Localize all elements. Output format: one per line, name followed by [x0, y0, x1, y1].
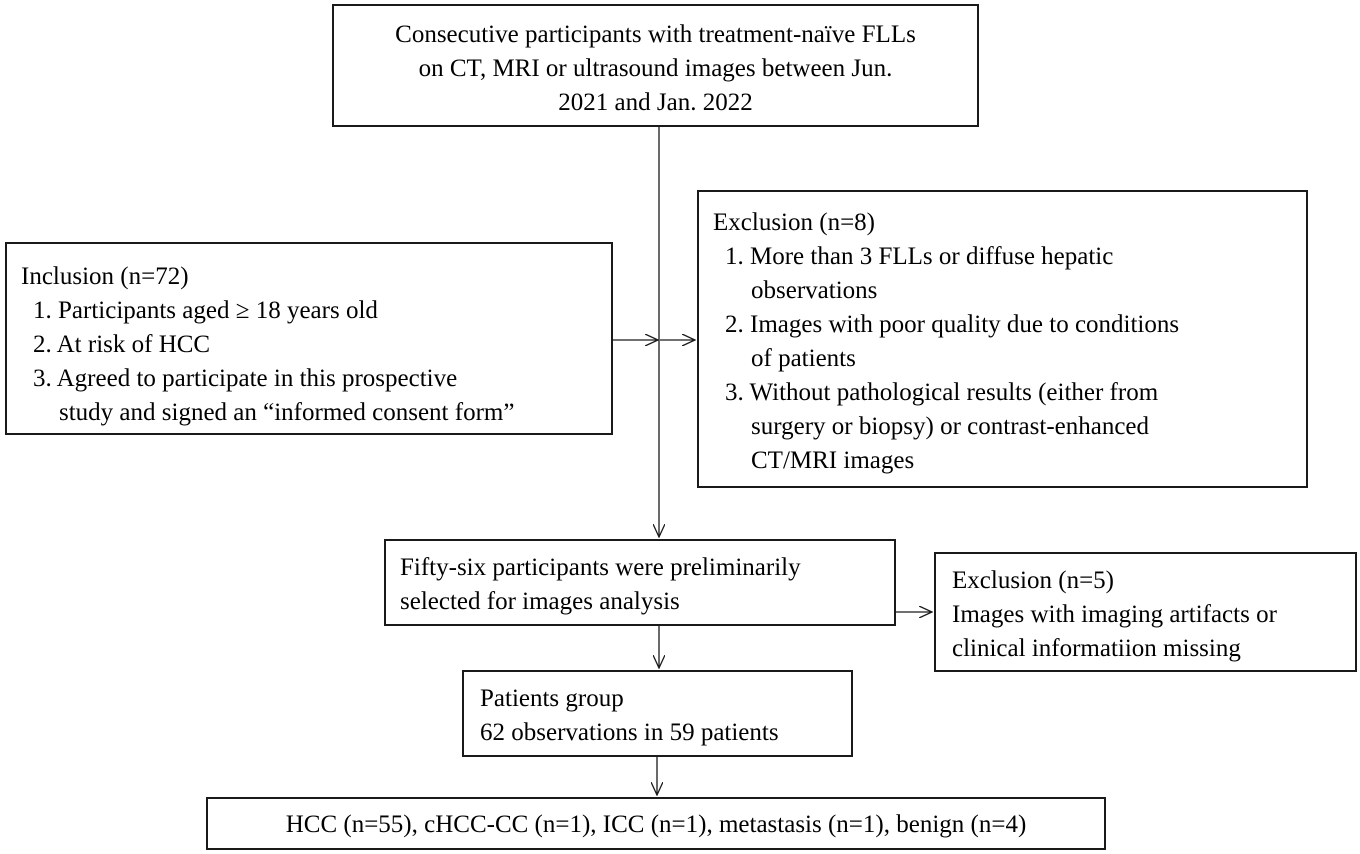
box-consecutive-participants: Consecutive participants with treatment-… — [332, 4, 979, 127]
exclusion1-item-1-cont: observations — [751, 277, 878, 304]
box-inclusion: Inclusion (n=72) 1. Participants aged ≥ … — [5, 242, 613, 435]
box-text-line: Fifty-six participants were preliminaril… — [400, 554, 801, 581]
box-results: HCC (n=55), cHCC-CC (n=1), ICC (n=1), me… — [206, 797, 1106, 850]
exclusion1-item-2-cont: of patients — [751, 345, 856, 372]
box-preliminarily-selected: Fifty-six participants were preliminaril… — [384, 539, 896, 626]
exclusion2-title: Exclusion (n=5) — [952, 567, 1114, 594]
box-exclusion-2: Exclusion (n=5) Images with imaging arti… — [934, 552, 1357, 672]
exclusion1-title: Exclusion (n=8) — [713, 209, 875, 236]
exclusion1-item-2: 2. Images with poor quality due to condi… — [725, 311, 1180, 338]
exclusion1-item-3: 3. Without pathological results (either … — [725, 379, 1159, 406]
inclusion-item-3: 3. Agreed to participate in this prospec… — [33, 365, 458, 392]
box-text-line: Images with imaging artifacts or — [952, 601, 1277, 628]
box-text-line: 62 observations in 59 patients — [480, 719, 779, 746]
box-text-line: Consecutive participants with treatment-… — [395, 21, 916, 48]
box-patients-group: Patients group 62 observations in 59 pat… — [462, 670, 853, 757]
box-text-line: on CT, MRI or ultrasound images between … — [418, 55, 893, 82]
exclusion1-item-3-cont: CT/MRI images — [751, 447, 915, 474]
inclusion-item-2: 2. At risk of HCC — [33, 331, 211, 358]
inclusion-title: Inclusion (n=72) — [21, 263, 189, 290]
exclusion1-item-3-cont: surgery or biopsy) or contrast-enhanced — [751, 413, 1150, 440]
inclusion-item-1: 1. Participants aged ≥ 18 years old — [33, 297, 378, 324]
exclusion1-item-1: 1. More than 3 FLLs or diffuse hepatic — [725, 243, 1114, 270]
box-text-line: selected for images analysis — [400, 588, 680, 615]
results-text: HCC (n=55), cHCC-CC (n=1), ICC (n=1), me… — [285, 811, 1027, 838]
box-text-line: 2021 and Jan. 2022 — [558, 89, 753, 116]
box-text-line: Patients group — [480, 685, 624, 712]
box-exclusion-1: Exclusion (n=8) 1. More than 3 FLLs or d… — [697, 190, 1308, 488]
box-text-line: clinical informatiion missing — [952, 635, 1241, 662]
inclusion-item-3-cont: study and signed an “informed consent fo… — [59, 399, 515, 426]
